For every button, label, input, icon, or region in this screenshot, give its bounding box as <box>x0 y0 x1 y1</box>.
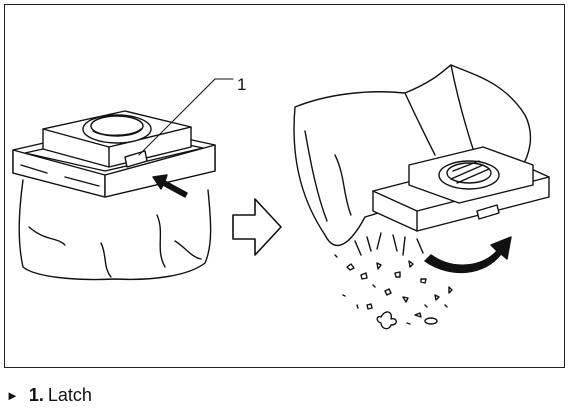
dust-bag-emptying-right <box>293 64 550 330</box>
dust-bag-assembly-left <box>12 78 234 281</box>
callout-number: 1 <box>237 75 247 94</box>
illustration <box>12 64 550 330</box>
figure-caption: ► 1. Latch <box>6 385 92 406</box>
caption-label: Latch <box>47 385 92 405</box>
figure-frame: 1 <box>4 4 565 368</box>
caption-marker: ► <box>6 388 19 403</box>
caption-number: 1. <box>28 385 44 405</box>
direction-arrow <box>232 198 282 256</box>
